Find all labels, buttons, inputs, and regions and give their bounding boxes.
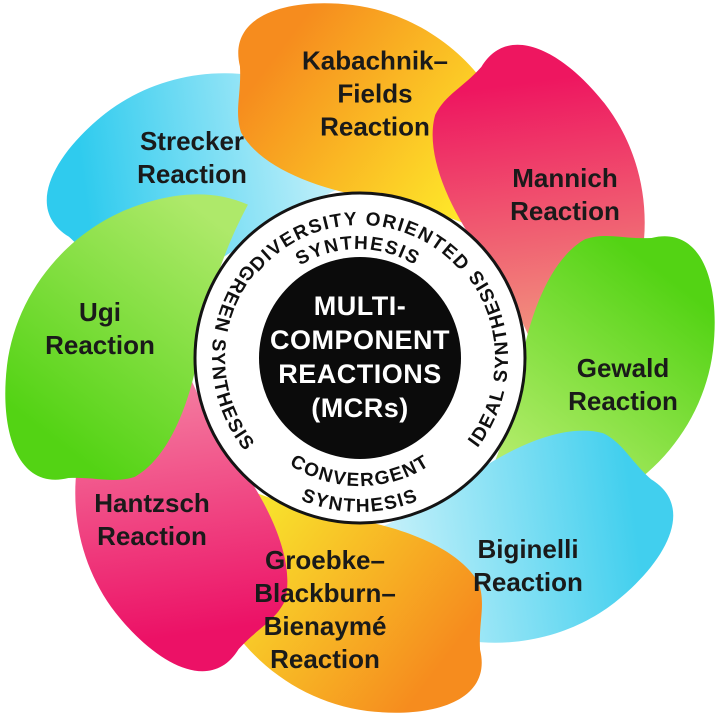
center-disc bbox=[259, 257, 461, 459]
petal-ugi bbox=[5, 194, 248, 480]
